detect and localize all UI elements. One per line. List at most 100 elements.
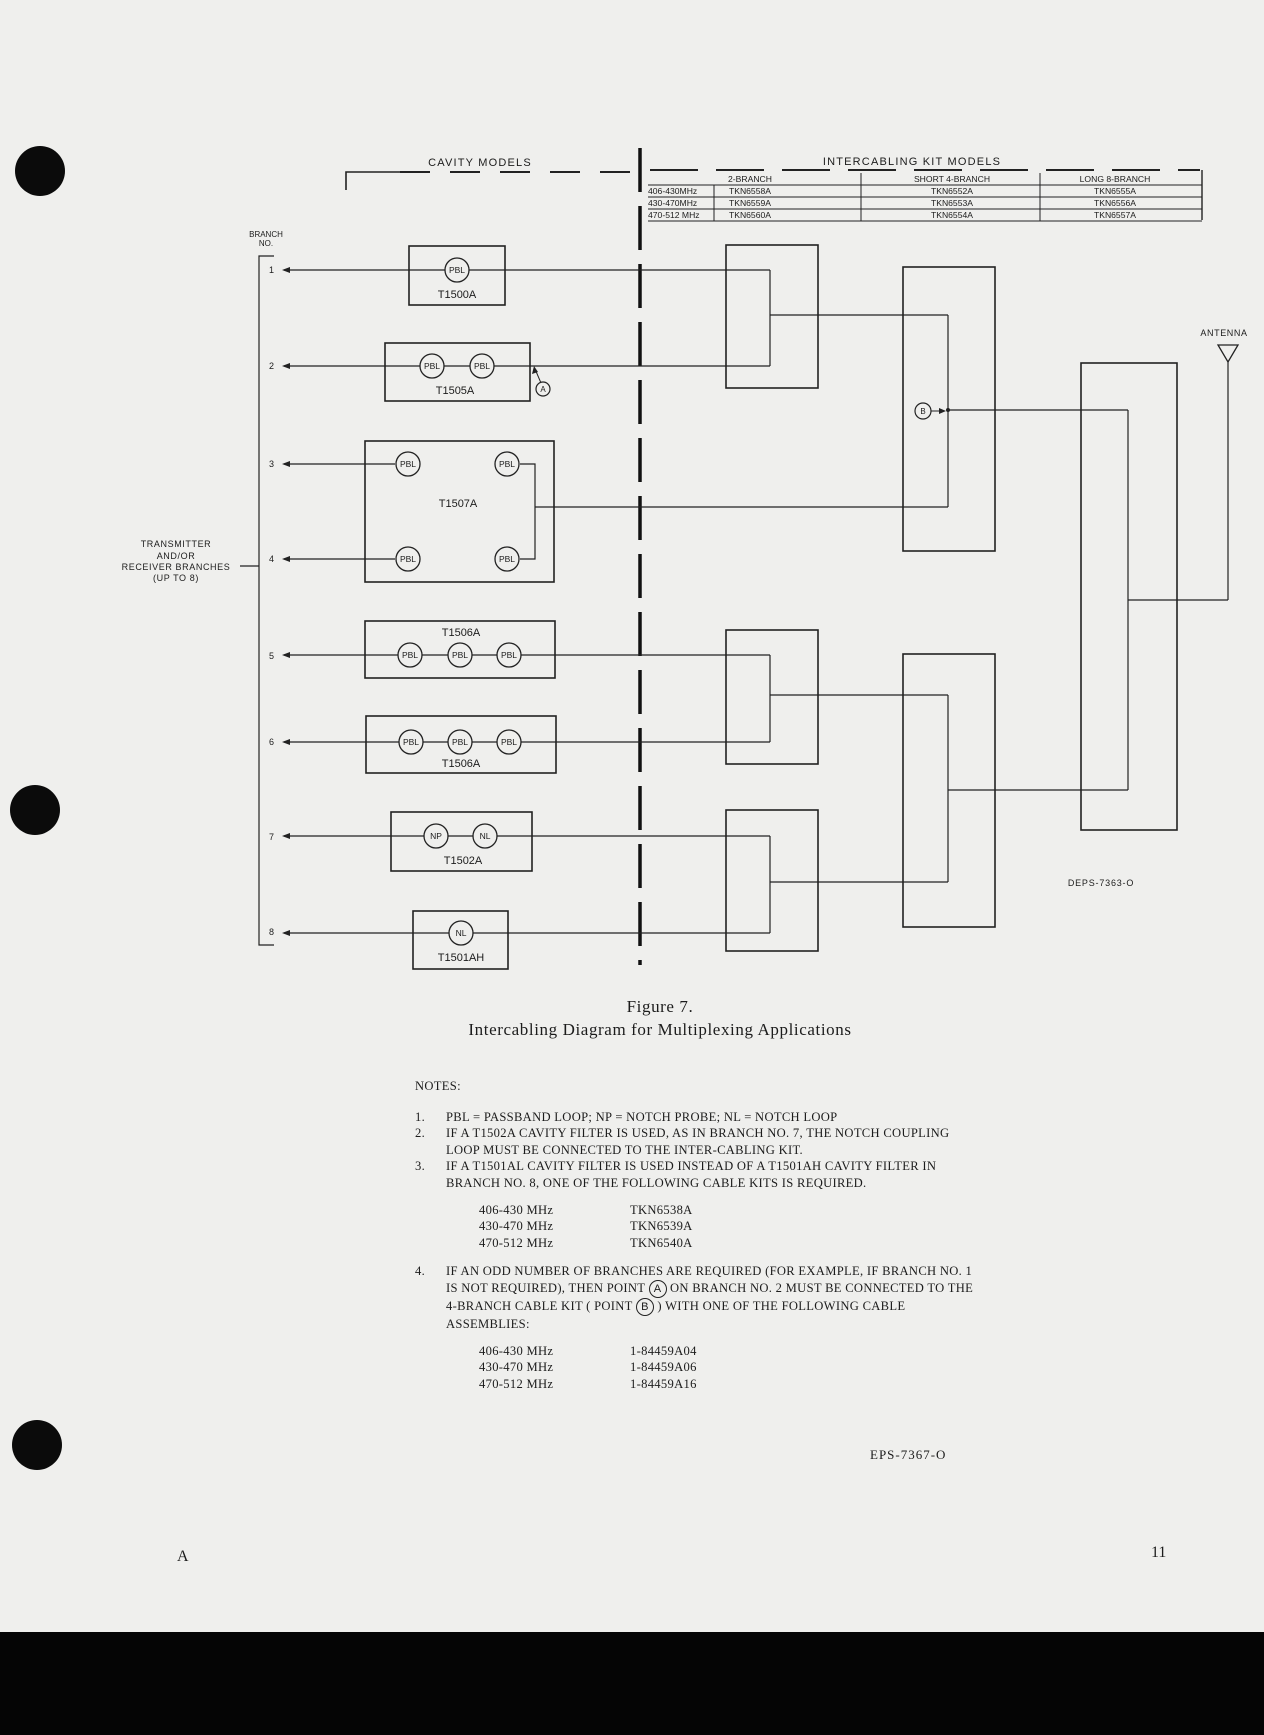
- tx-label-line: (UP TO 8): [153, 573, 199, 583]
- note-text: PBL = PASSBAND LOOP; NP = NOTCH PROBE; N…: [446, 1109, 838, 1124]
- list-model: 1-84459A16: [630, 1376, 697, 1391]
- pbl-loop: [496, 642, 522, 668]
- notes-section: NOTES: 1. PBL = PASSBAND LOOP; NP = NOTC…: [415, 1078, 975, 1405]
- list-model: TKN6538A: [630, 1202, 693, 1217]
- loop-label: NP: [430, 831, 442, 841]
- point-b-label: B: [920, 407, 925, 416]
- branch-arrows: [282, 267, 290, 936]
- point-a-arrow: [532, 366, 538, 374]
- note-number: 1.: [415, 1109, 426, 1124]
- branch-no-label: NO.: [259, 239, 273, 248]
- note-number: 3.: [415, 1159, 426, 1174]
- t1507a-wiring: [520, 463, 536, 560]
- figure-title: Intercabling Diagram for Multiplexing Ap…: [468, 1020, 852, 1039]
- page-number: 11: [1151, 1544, 1167, 1561]
- cavity-box-t1501ah: [412, 910, 509, 970]
- pbl-loop: [494, 451, 520, 477]
- kit-cell: TKN6558A: [729, 186, 771, 196]
- point-a-marker: [535, 381, 551, 397]
- kit-cell: TKN6555A: [1094, 186, 1136, 196]
- note-2: 2. IF A T1502A CAVITY FILTER IS USED, AS…: [415, 1125, 975, 1158]
- punch-hole-bottom: [12, 1420, 62, 1470]
- loop-label: PBL: [501, 650, 517, 660]
- cavity-label-t1506a-top: T1506A: [442, 627, 481, 639]
- note-4-part-3: ) WITH ONE OF THE FOLLOWING CABLE ASSEMB…: [446, 1299, 906, 1332]
- nl-loop: [472, 823, 498, 849]
- note-4: 4. IF AN ODD NUMBER OF BRANCHES ARE REQU…: [415, 1263, 975, 1332]
- kit-cell: TKN6556A: [1094, 198, 1136, 208]
- figure-number: Figure 7.: [626, 997, 694, 1016]
- intercabling-diagram: CAVITY MODELS INTERCABLING KIT MODELS 2-…: [122, 148, 1247, 970]
- notes-title: NOTES:: [415, 1079, 461, 1093]
- branch-number: 5: [269, 651, 274, 661]
- note-text: IF A T1502A CAVITY FILTER IS USED, AS IN…: [446, 1126, 950, 1157]
- note-4-part-1: IF AN ODD NUMBER OF BRANCHES ARE REQUIRE…: [446, 1264, 973, 1295]
- pbl-loop: [494, 546, 520, 572]
- cavity-label-t1506a-bottom: T1506A: [442, 758, 481, 770]
- tx-label-line: AND/OR: [157, 551, 196, 561]
- drawing-id: DEPS-7363-O: [1068, 878, 1134, 888]
- pbl-loop: [444, 257, 470, 283]
- pbl-loop: [398, 729, 424, 755]
- four-branch-kit-wiring: [535, 315, 1128, 882]
- branch-bracket: [258, 255, 274, 946]
- loop-label: PBL: [449, 265, 465, 275]
- punch-hole-middle: [10, 785, 60, 835]
- two-branch-kit-wiring: [769, 270, 948, 933]
- point-b-symbol: B: [635, 1298, 654, 1317]
- kit-box-long-8-branch: [1080, 362, 1178, 831]
- kit-box-branches-1-4: [902, 266, 996, 552]
- kit-row-freq: 470-512 MHz: [648, 210, 700, 220]
- kit-box-pair-7-8: [725, 809, 819, 952]
- branch-number: 8: [269, 927, 274, 937]
- cavity-box-t1500a: [408, 245, 506, 306]
- pbl-loop: [447, 642, 473, 668]
- kit-table: [648, 173, 1202, 222]
- header-rule: [345, 169, 1203, 220]
- note-text: IF A T1501AL CAVITY FILTER IS USED INSTE…: [446, 1159, 937, 1190]
- list-freq: 406-430 MHz: [479, 1202, 554, 1217]
- branch-numbers: 1 2 3 4 5 6 7 8: [269, 265, 274, 937]
- list-model: 1-84459A04: [630, 1343, 697, 1358]
- cavity-box-t1502a: [390, 811, 533, 872]
- kit-col-long-8-branch: LONG 8-BRANCH: [1080, 174, 1151, 184]
- cavity-labels: T1500A T1505A T1507A T1506A T1506A T1502…: [436, 289, 485, 964]
- kit-cell: TKN6557A: [1094, 210, 1136, 220]
- cavity-label-t1507a: T1507A: [439, 498, 478, 510]
- cavity-boxes: [364, 245, 557, 970]
- antenna-icon: [1216, 344, 1240, 364]
- cavity-label-t1500a: T1500A: [438, 289, 477, 301]
- loop-label: PBL: [499, 459, 515, 469]
- cavity-label-t1501ah: T1501AH: [438, 952, 485, 964]
- point-b-arrow: [939, 408, 946, 414]
- note-4-part-2: ON BRANCH NO. 2 MUST BE CONNECTED TO THE…: [446, 1280, 974, 1314]
- cavity-label-t1505a: T1505A: [436, 385, 475, 397]
- junction-dot: [946, 408, 950, 412]
- cavity-label-t1502a: T1502A: [444, 855, 483, 867]
- loop-label: PBL: [501, 737, 517, 747]
- nl-loop: [448, 920, 474, 946]
- list-model: 1-84459A06: [630, 1360, 697, 1375]
- point-a-label: A: [540, 385, 546, 394]
- two-branch-kits: [725, 244, 819, 952]
- note-text: IF AN ODD NUMBER OF BRANCHES ARE REQUIRE…: [446, 1263, 975, 1332]
- footer-section-letter: A: [177, 1548, 189, 1565]
- kit-box-pair-1-2: [725, 244, 819, 389]
- loop-label: NL: [480, 831, 491, 841]
- branch-number: 1: [269, 265, 274, 275]
- branch-number: 4: [269, 554, 274, 564]
- pbl-loop: [395, 451, 421, 477]
- kit-col-2-branch: 2-BRANCH: [728, 174, 772, 184]
- cavity-box-t1506a-bottom: [365, 715, 557, 774]
- kit-box-pair-5-6: [725, 629, 819, 765]
- loop-label: PBL: [400, 554, 416, 564]
- kit-models-heading: INTERCABLING KIT MODELS: [823, 156, 1001, 168]
- np-loop: [423, 823, 449, 849]
- loop-label: NL: [456, 928, 467, 938]
- list-freq: 470-512 MHz: [479, 1235, 554, 1250]
